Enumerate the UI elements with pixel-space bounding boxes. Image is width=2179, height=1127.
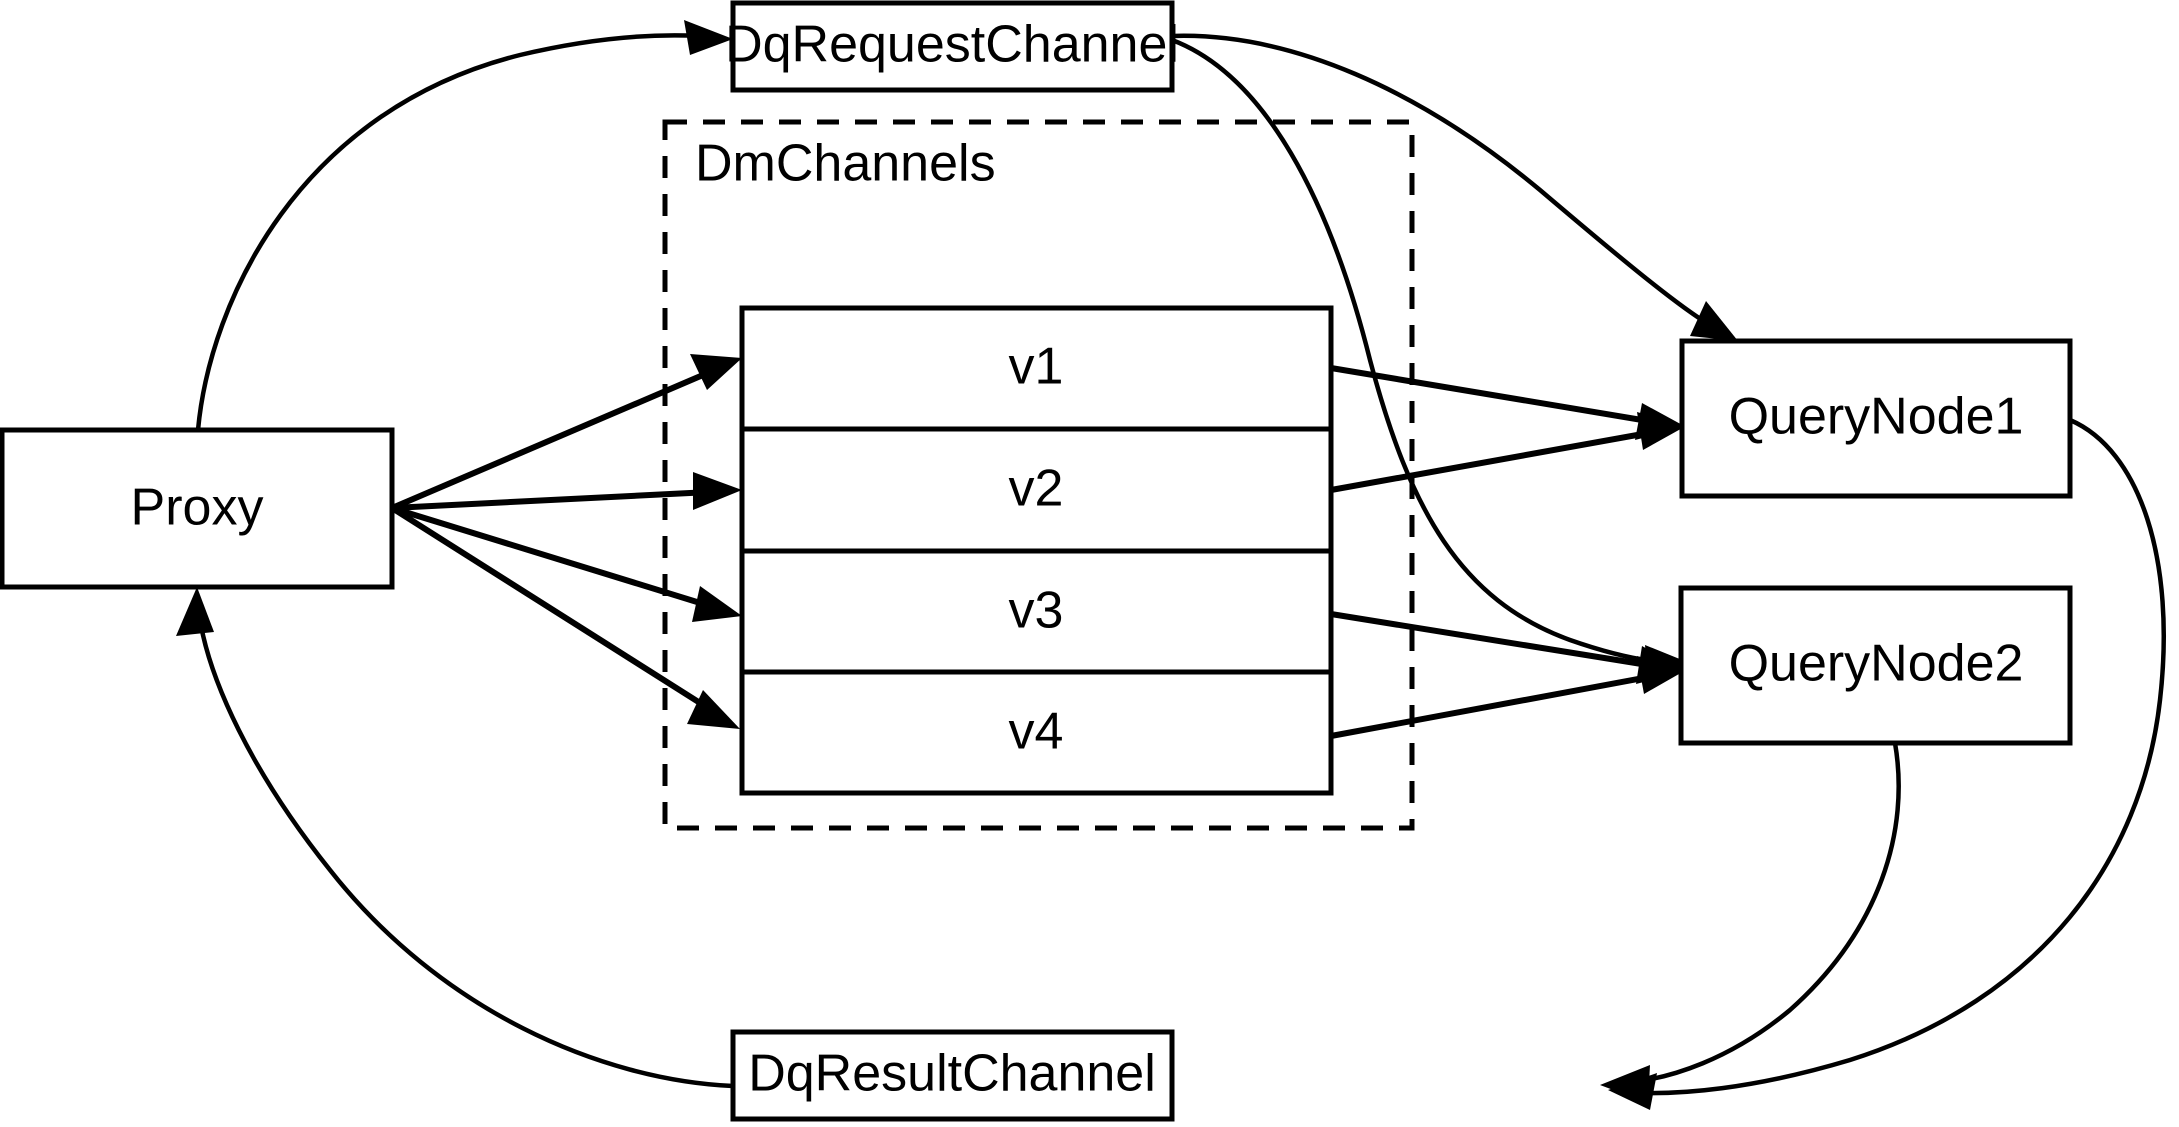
dmchannels-group-label: DmChannels [695,135,996,193]
node-query-node-2[interactable]: QueryNode2 [1678,585,2073,746]
vchannel-table: v1 v2 v3 v4 [739,305,1334,796]
query-node-1-box[interactable] [1679,338,2073,499]
edge-proxy-to-v2 [391,489,711,511]
edge-v1-to-querynode1 [1330,365,1655,425]
edge-v4-to-querynode2 [1330,673,1655,739]
arrowhead-proxy-to-v1 [690,354,742,390]
edge-proxy-to-v1 [390,369,712,511]
arrowhead-dqrequestchannel-to-querynode1 [1690,301,1738,341]
vchannel-row-v4[interactable]: v4 [1009,703,1064,761]
arrowhead-proxy-to-v2 [693,472,742,510]
vchannel-row-v3[interactable]: v3 [1009,582,1064,640]
arrowhead-proxy-to-v3 [692,586,742,622]
arrowhead-dqresultchannel-to-proxy [176,587,214,636]
dq-result-channel-box[interactable] [730,1029,1175,1122]
edge-proxy-to-v4 [390,505,710,711]
edge-dqresultchannel-to-proxy [197,619,734,1089]
node-proxy[interactable]: Proxy [0,427,395,590]
node-query-node-1[interactable]: QueryNode1 [1679,338,2073,499]
edge-proxy-to-v3 [391,505,711,609]
edge-layer [176,20,2167,1110]
dmchannels-group: DmChannels [662,119,1415,831]
node-dq-request-channel[interactable]: DqRequestChannel [725,0,1179,93]
arrowhead-v4-to-querynode2 [1637,656,1686,694]
vchannel-row-v1[interactable]: v1 [1009,338,1064,396]
edge-v2-to-querynode1 [1330,429,1655,493]
arrowhead-querynode2-to-dqresultchannel [1600,1065,1650,1103]
edge-v3-to-querynode2 [1330,611,1655,669]
proxy-label: Proxy [131,479,264,537]
edge-dqrequestchannel-to-querynode2 [1171,37,1661,665]
edge-querynode1-to-dqresultchannel [1639,417,2167,1096]
query-node-2-label: QueryNode2 [1729,635,2024,693]
edge-querynode2-to-dqresultchannel [1631,742,1901,1085]
node-dq-result-channel[interactable]: DqResultChannel [730,1029,1175,1122]
dq-request-channel-box[interactable] [730,0,1175,93]
dq-result-channel-label: DqResultChannel [748,1045,1156,1103]
query-node-2-box[interactable] [1678,585,2073,746]
edge-dqrequestchannel-to-querynode1 [1171,33,1712,327]
arrowhead-v2-to-querynode1 [1637,412,1686,450]
dq-request-channel-label: DqRequestChannel [725,16,1179,74]
arrowhead-proxy-to-dqrequestchannel [684,20,733,55]
vchannel-row-v2[interactable]: v2 [1009,460,1064,518]
proxy-box[interactable] [0,427,395,590]
query-node-1-label: QueryNode1 [1729,388,2024,446]
dmchannels-group-border [662,119,1415,831]
arrowhead-proxy-to-v4 [687,690,740,729]
edge-proxy-to-dqrequestchannel [195,33,701,431]
